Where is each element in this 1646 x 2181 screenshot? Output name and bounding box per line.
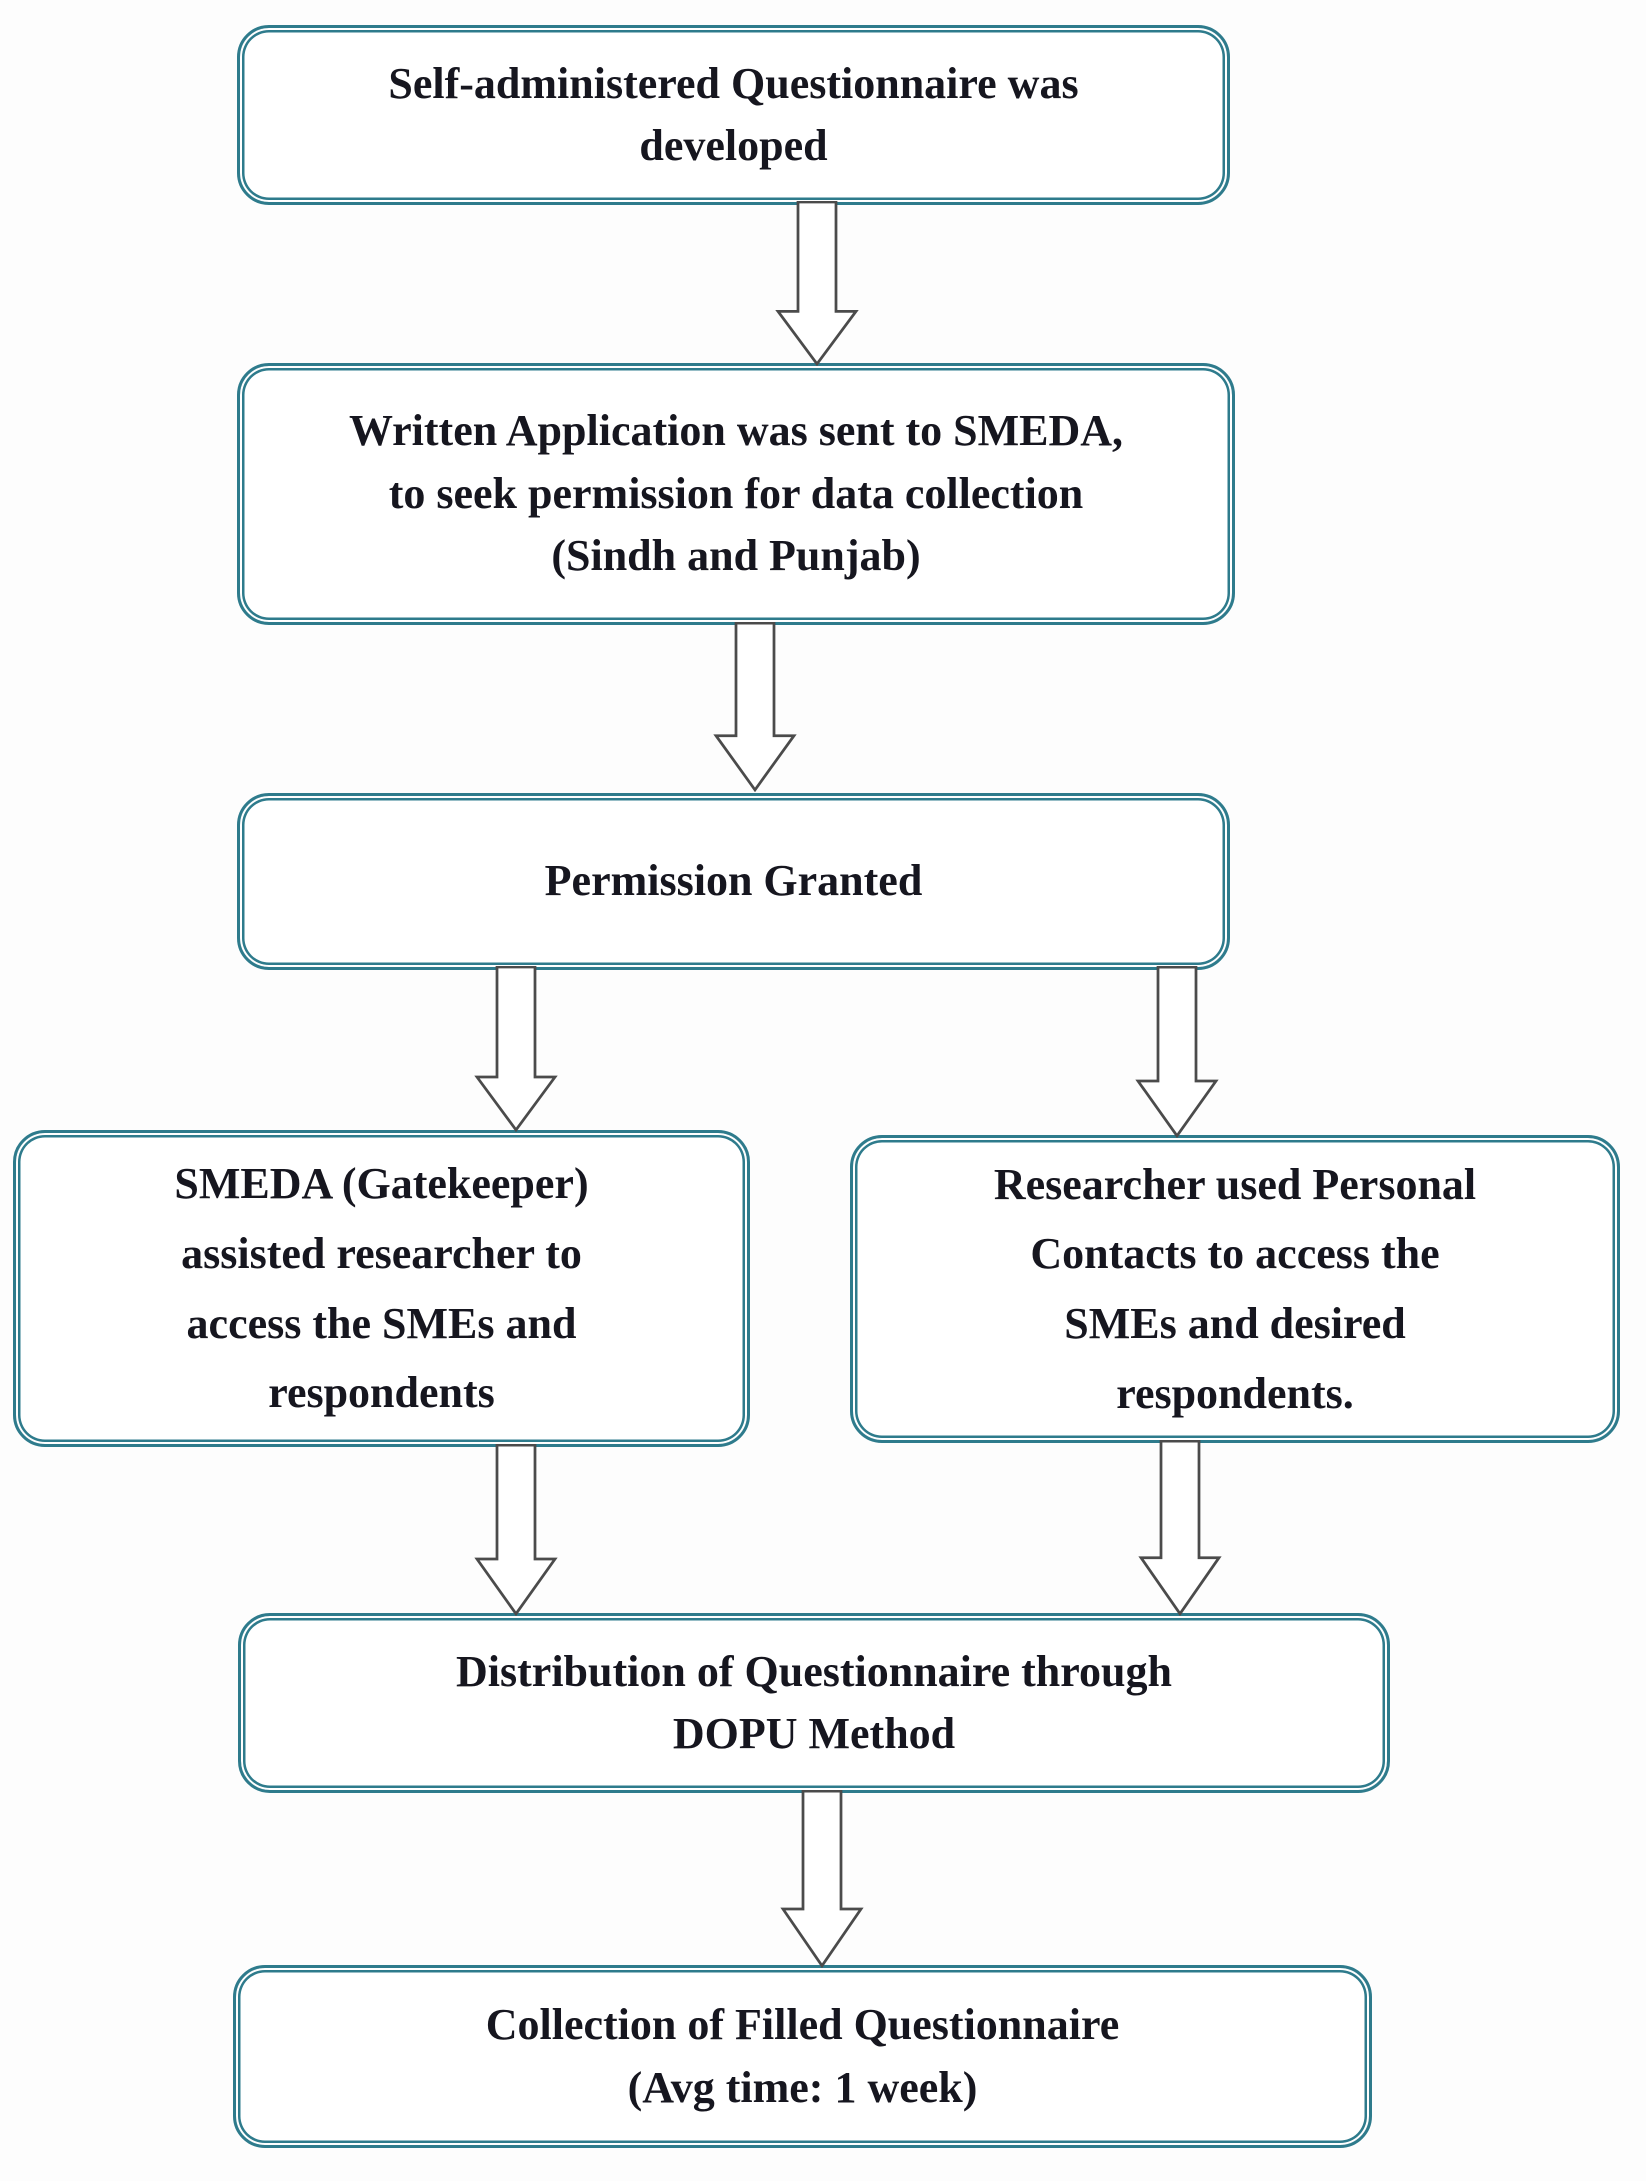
node-distribution-dopu-label: Distribution of Questionnaire through DO…: [456, 1646, 1172, 1758]
down-arrow-step1-step2: [775, 201, 859, 366]
node-questionnaire-developed-label: Self-administered Questionnaire was deve…: [388, 58, 1079, 170]
node-collection-filled: Collection of Filled Questionnaire (Avg …: [233, 1965, 1372, 2148]
node-questionnaire-developed: Self-administered Questionnaire was deve…: [237, 25, 1230, 205]
down-arrow-distribution-collection: [780, 1790, 864, 1968]
node-permission-granted: Permission Granted: [237, 793, 1230, 970]
down-arrow-right-branch-distribution: [1138, 1440, 1222, 1616]
node-smeda-gatekeeper: SMEDA (Gatekeeper) assisted researcher t…: [13, 1130, 750, 1447]
node-written-application: Written Application was sent to SMEDA, t…: [237, 363, 1235, 625]
node-personal-contacts: Researcher used Personal Contacts to acc…: [850, 1135, 1620, 1443]
down-arrow-left-branch-distribution: [474, 1444, 558, 1616]
node-written-application-label: Written Application was sent to SMEDA, t…: [348, 406, 1124, 581]
node-collection-filled-label: Collection of Filled Questionnaire (Avg …: [485, 2000, 1120, 2112]
down-arrow-step3-left-branch: [474, 966, 558, 1132]
down-arrow-step2-step3: [713, 622, 797, 792]
node-distribution-dopu: Distribution of Questionnaire through DO…: [238, 1613, 1390, 1793]
node-smeda-gatekeeper-label: SMEDA (Gatekeeper) assisted researcher t…: [174, 1159, 589, 1418]
node-personal-contacts-label: Researcher used Personal Contacts to acc…: [993, 1159, 1477, 1418]
node-permission-granted-label: Permission Granted: [544, 856, 923, 906]
down-arrow-step3-right-branch: [1135, 966, 1219, 1138]
